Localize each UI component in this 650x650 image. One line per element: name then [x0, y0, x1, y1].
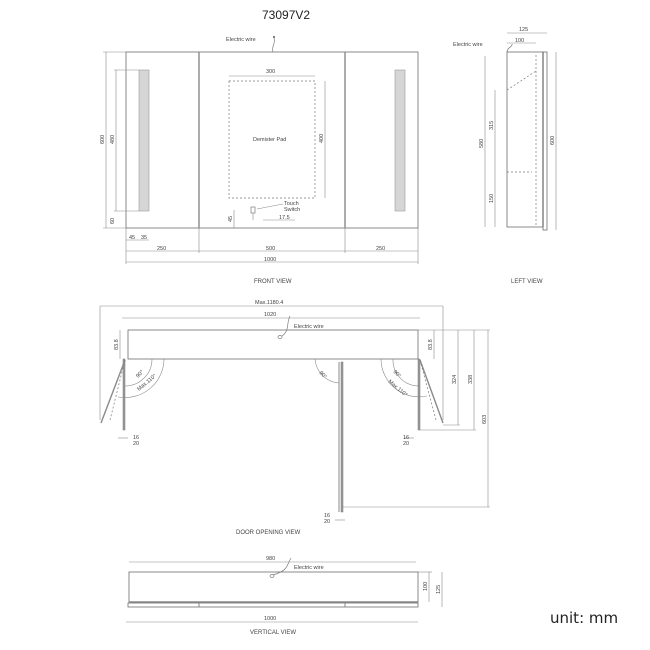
dim-center-thickness-a: 16	[324, 513, 330, 519]
left-door-open	[100, 359, 126, 424]
dim-left-height-total: 600	[550, 136, 556, 145]
led-strip-left	[138, 69, 150, 212]
dim-strip-height: 480	[110, 135, 116, 144]
left-view: Electric wire 125 100 580 315 150 600 LE…	[453, 27, 557, 285]
dim-right-thickness-b: 20	[403, 441, 409, 447]
dim-depth-338: 338	[468, 375, 474, 384]
dim-depth-324: 324	[452, 375, 458, 384]
electric-wire-label: Electric wire	[226, 37, 256, 43]
dim-switch-height: 45	[228, 216, 234, 222]
dim-vertical-depth-total: 125	[436, 585, 442, 594]
unit-label: unit: mm	[550, 609, 618, 627]
electric-wire-icon	[272, 557, 292, 576]
dim-vertical-inner-width: 980	[266, 556, 275, 562]
dim-lower-shelf: 150	[489, 194, 495, 203]
dim-door-thickness-a: 16	[133, 435, 139, 441]
dim-inner-width: 1020	[264, 312, 276, 318]
dim-max-width: Max.1180.4	[255, 300, 283, 306]
right-door-open	[419, 359, 444, 424]
dim-height-total: 600	[100, 135, 106, 144]
dim-offset-right: 83.8	[428, 339, 434, 350]
dim-depth-body: 100	[515, 38, 524, 44]
electric-wire-label: Electric wire	[294, 324, 324, 330]
door-opening-view-label: DOOR OPENING VIEW	[236, 530, 301, 536]
vertical-view: Electric wire 980 1000 100 125 VERTICAL …	[126, 556, 443, 636]
electric-wire-icon	[272, 37, 275, 53]
demister-pad	[228, 80, 316, 199]
vertical-cabinet-body	[128, 571, 419, 603]
dim-offset-left: 83.8	[114, 339, 120, 350]
electric-wire-label: Electric wire	[294, 565, 324, 571]
dim-vertical-total-width: 1000	[264, 616, 276, 622]
dim-left-panel: 250	[157, 246, 166, 252]
left-door-closed	[122, 358, 126, 431]
angle-90-left: 90°	[135, 369, 145, 379]
dim-strip-width: 35	[141, 235, 147, 241]
dim-depth-total: 125	[519, 27, 528, 33]
dim-right-thickness-a: 16	[403, 435, 409, 441]
vertical-view-label: VERTICAL VIEW	[250, 630, 296, 636]
dim-strip-bottom: 60	[110, 218, 116, 224]
front-cabinet-outline	[125, 51, 419, 229]
vertical-door-strip	[127, 602, 419, 608]
electric-wire-icon	[506, 43, 513, 53]
front-view-label: FRONT VIEW	[254, 279, 292, 285]
dim-total-width: 1000	[264, 257, 276, 263]
center-door-open	[340, 361, 344, 513]
dim-height-body: 580	[479, 139, 485, 148]
angle-90-center: 90°	[318, 370, 328, 380]
dim-switch-offset: 17.5	[279, 215, 290, 221]
demister-pad-label: Demister Pad	[253, 137, 286, 143]
electric-wire-label: Electric wire	[453, 42, 483, 48]
dim-center-thickness-b: 20	[324, 519, 330, 525]
dim-center-panel: 500	[266, 246, 275, 252]
door-opening-view: Max.1180.4 1020 Electric wire 83.8 83.8 …	[99, 300, 490, 536]
dim-depth-603: 603	[482, 415, 488, 424]
dim-strip-offset: 45	[129, 235, 135, 241]
front-view: Demister Pad 300 400 Electric wire Touch…	[100, 36, 419, 285]
dim-door-thickness-b: 20	[133, 441, 139, 447]
dim-pad-width: 300	[266, 69, 275, 75]
right-door-closed	[417, 358, 421, 431]
touch-switch-icon	[250, 206, 256, 214]
dim-right-panel: 250	[376, 246, 385, 252]
touch-switch-label-2: Switch	[284, 207, 300, 213]
led-strip-right	[394, 69, 406, 212]
electric-wire-icon	[281, 315, 291, 337]
drawing-title: 73097V2	[262, 8, 310, 22]
angle-90-right: 90°	[392, 369, 402, 379]
dim-pad-height: 400	[319, 134, 325, 143]
cabinet-body-top	[127, 329, 419, 360]
left-view-label: LEFT VIEW	[511, 279, 543, 285]
dim-vertical-depth-body: 100	[423, 582, 429, 591]
left-door-panel	[542, 51, 548, 231]
dim-upper-shelf: 315	[489, 121, 495, 130]
touch-switch-label-1: Touch	[284, 201, 299, 207]
